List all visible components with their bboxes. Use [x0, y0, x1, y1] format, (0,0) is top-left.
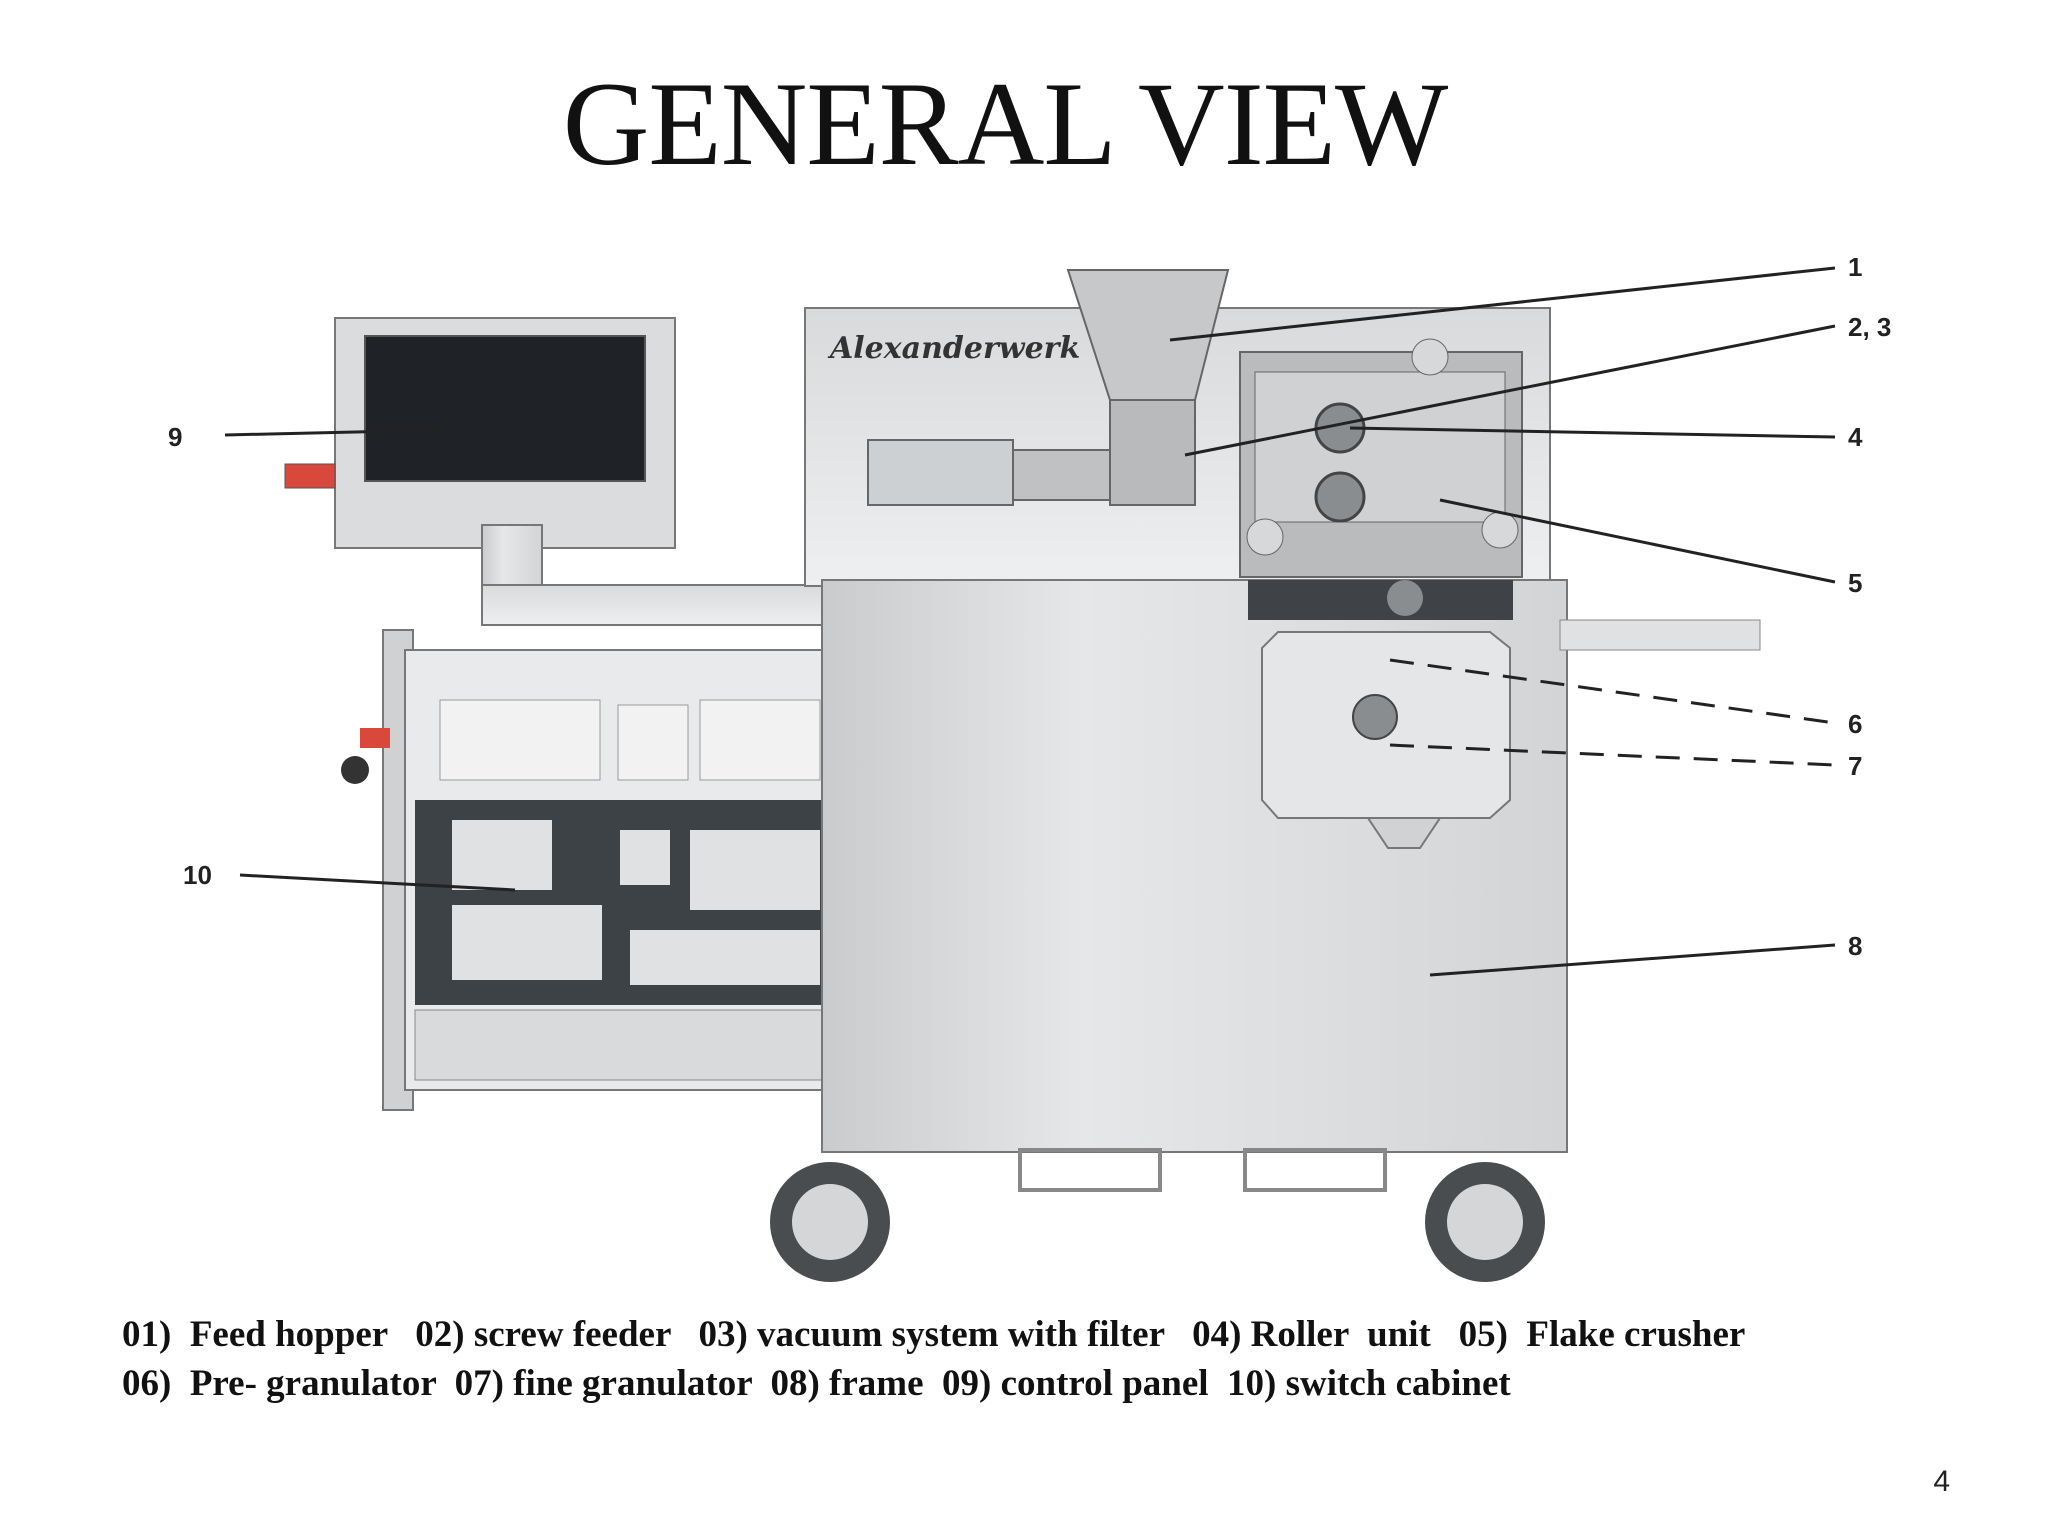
- page-title: GENERAL VIEW: [562, 57, 1448, 190]
- brand-logo: Alexanderwerk: [827, 331, 1080, 366]
- granulator: [1261, 631, 1511, 849]
- page-number: 4: [1933, 1465, 1950, 1498]
- legend-line-1: 01) Feed hopper 02) screw feeder 03) vac…: [122, 1314, 1746, 1355]
- legend-line-2: 06) Pre- granulator 07) fine granulator …: [122, 1363, 1511, 1404]
- control-panel: [284, 317, 823, 626]
- roller-unit: [1239, 338, 1523, 620]
- parts-legend: 01) Feed hopper 02) screw feeder 03) vac…: [122, 1310, 1745, 1408]
- switch-cabinet: [341, 629, 831, 1111]
- callout-6: 6: [1848, 709, 1862, 739]
- callout-4: 4: [1848, 422, 1863, 452]
- callout-5: 5: [1848, 568, 1862, 598]
- callout-2-3: 2, 3: [1848, 312, 1891, 342]
- callout-8: 8: [1848, 931, 1862, 961]
- callout-1: 1: [1848, 252, 1862, 282]
- callout-10: 10: [183, 860, 212, 890]
- callout-7: 7: [1848, 751, 1862, 781]
- leader-lines: [224, 266, 1836, 977]
- callout-9: 9: [168, 422, 182, 452]
- feed-hopper: [867, 269, 1230, 506]
